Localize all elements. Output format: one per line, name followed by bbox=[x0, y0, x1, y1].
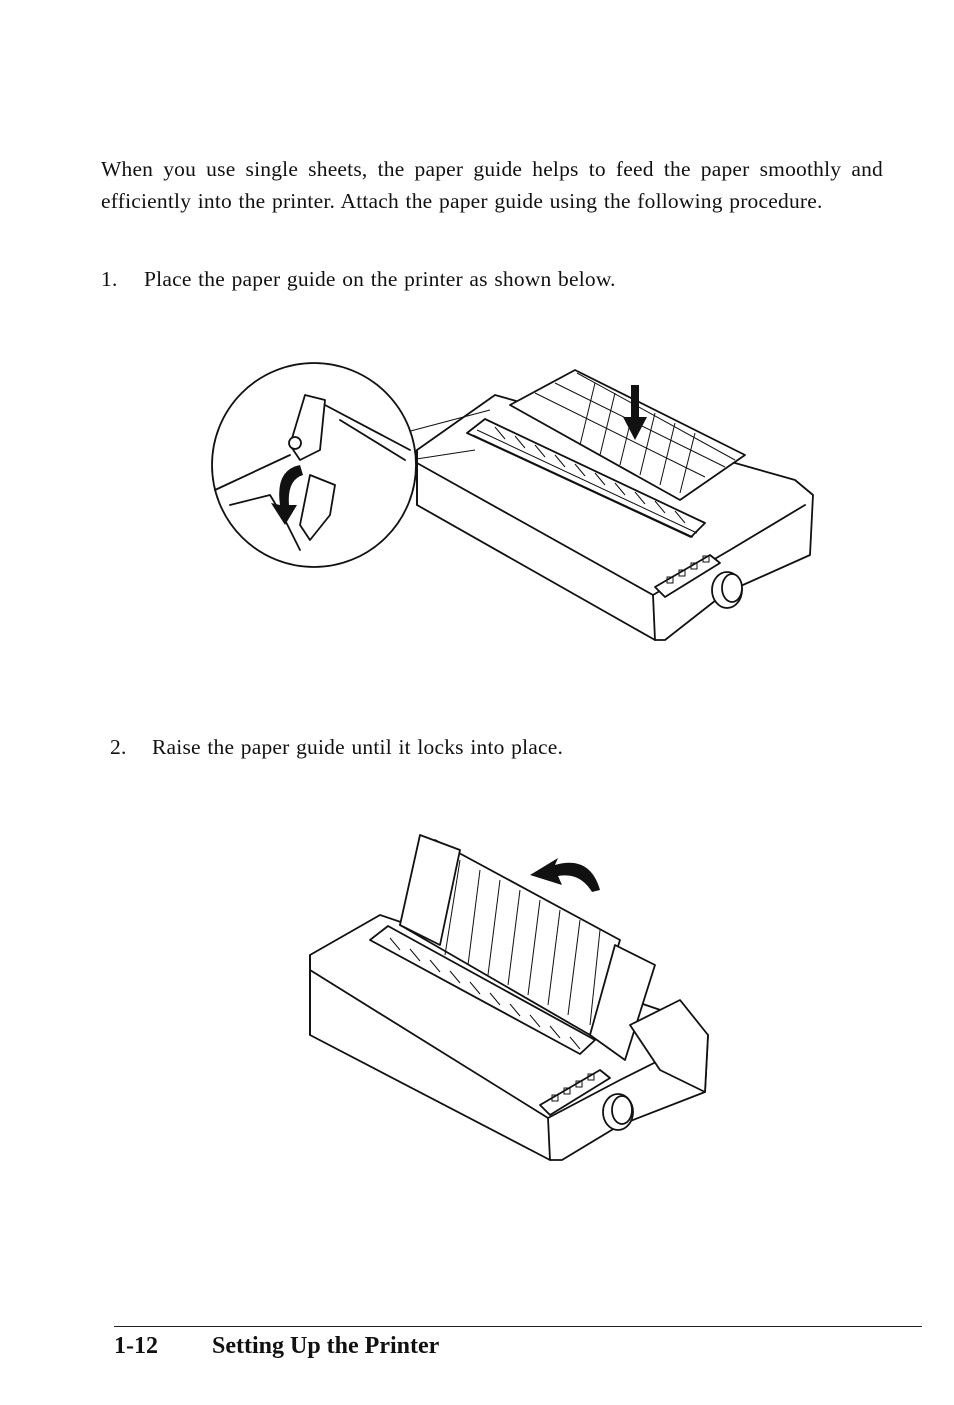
curved-arrow-icon bbox=[271, 465, 303, 525]
control-buttons bbox=[666, 555, 710, 584]
step-2-text: Raise the paper guide until it locks int… bbox=[152, 735, 564, 759]
section-title: Setting Up the Printer bbox=[212, 1333, 440, 1359]
figure-paper-guide-placement bbox=[211, 362, 814, 641]
down-arrow-icon bbox=[623, 385, 647, 440]
platen-ribs bbox=[472, 426, 698, 538]
step-2: 2. Raise the paper guide until it locks i… bbox=[110, 732, 563, 762]
page-number: 1-12 bbox=[114, 1333, 158, 1359]
step-1-text: Place the paper guide on the printer as … bbox=[144, 267, 616, 291]
step-2-number: 2. bbox=[110, 735, 127, 759]
step-1: 1. Place the paper guide on the printer a… bbox=[101, 264, 616, 294]
intro-paragraph: When you use single sheets, the paper gu… bbox=[101, 157, 883, 213]
curved-arrow-icon bbox=[530, 858, 600, 892]
control-buttons-2 bbox=[551, 1073, 595, 1102]
footer-rule bbox=[114, 1326, 922, 1327]
step-1-number: 1. bbox=[101, 267, 118, 291]
page-footer: 1-12 Setting Up the Printer bbox=[114, 1330, 439, 1362]
figure-paper-guide-raised bbox=[309, 834, 709, 1161]
